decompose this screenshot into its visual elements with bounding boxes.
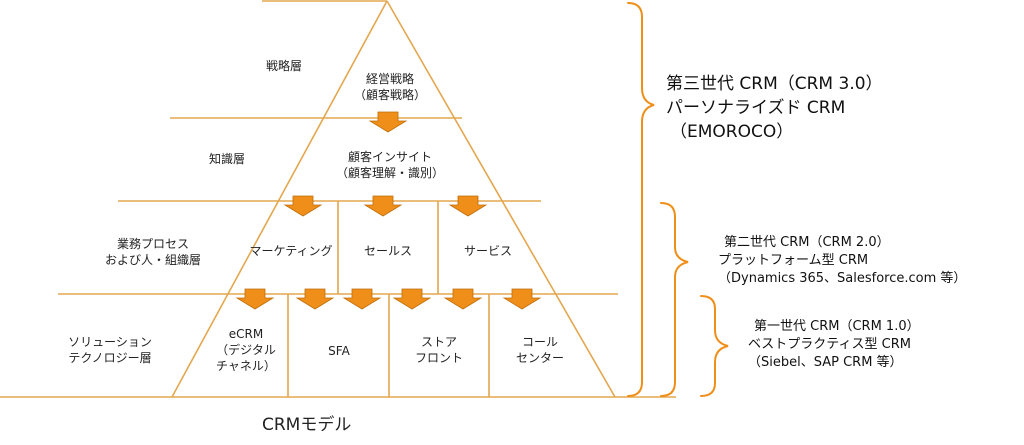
brace-first-generation [700,295,729,397]
arrow-down-icon [363,195,403,217]
cell-sfa: SFA [328,344,350,358]
layer-label-strategy: 戦略層 [266,59,303,73]
arrow-down-icon [443,288,483,310]
cell-service: サービス [463,244,512,258]
layer-label-knowledge: 知識層 [209,152,246,166]
arrow-down-icon [368,111,408,133]
cell-call-center: コール センター [515,335,564,365]
cell-customer-insight: 顧客インサイト （顧客理解・識別） [335,150,444,180]
generation-third: 第三世代 CRM（CRM 3.0） パーソナライズド CRM （EMOROCO） [666,74,883,142]
cell-management-strategy: 経営戦略 （顧客戦略） [353,72,426,102]
arrow-down-icon [502,288,542,310]
arrow-down-icon [295,288,335,310]
layer-label-technology: ソリューション テクノロジー層 [68,335,152,365]
diagram-caption: CRMモデル [262,415,352,435]
arrow-down-icon [235,288,275,310]
pyramid-right-edge [386,0,616,398]
layer-label-process: 業務プロセス および人・組織層 [104,237,201,267]
arrow-down-icon [448,195,488,217]
generation-second: 第二世代 CRM（CRM 2.0） プラットフォーム型 CRM （Dynamic… [718,235,967,286]
cell-marketing: マーケティング [249,244,333,258]
pyramid-left-edge [171,0,388,398]
generation-first: 第一世代 CRM（CRM 1.0） ベストプラクティス型 CRM （Siebel… [748,319,920,370]
brace-second-generation [660,202,689,397]
brace-third-generation [627,2,655,397]
arrow-down-icon [283,195,323,217]
arrow-down-icon [342,288,382,310]
cell-store-front: ストア フロント [414,335,463,365]
cell-sales: セールス [363,244,412,258]
arrow-down-icon [392,288,432,310]
cell-ecrm: eCRM （デジタル チャネル） [216,327,276,373]
